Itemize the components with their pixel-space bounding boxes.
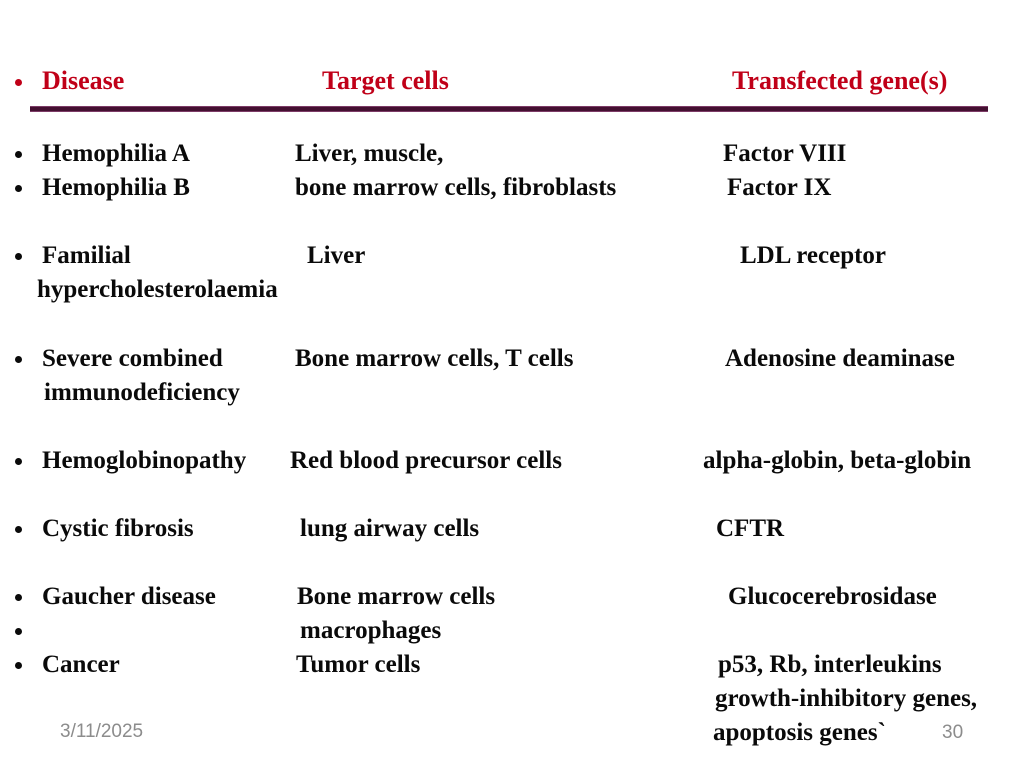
gene-cell: alpha-globin, beta-globin (703, 447, 972, 474)
target-cell: bone marrow cells, fibroblasts (295, 174, 617, 201)
gene-cell: Factor VIII (723, 140, 847, 167)
table-row-continuation: growth-inhibitory genes, (0, 682, 1024, 716)
column-header-target-cells: Target cells (322, 66, 449, 95)
bullet-icon (15, 628, 22, 635)
bullet-icon (15, 526, 22, 533)
disease-cell: Cancer (42, 651, 120, 678)
gene-cell: Glucocerebrosidase (728, 583, 937, 610)
table-row: Familial Liver LDL receptor (0, 239, 1024, 273)
table-row: Cystic fibrosis lung airway cells CFTR (0, 512, 1024, 546)
target-cell: Tumor cells (296, 651, 421, 678)
gene-cell: Adenosine deaminase (725, 345, 955, 372)
table-row-continuation: immunodeficiency (0, 376, 1024, 410)
slide-page-number: 30 (942, 722, 964, 743)
table-row-continuation: hypercholesterolaemia (0, 273, 1024, 307)
disease-cell: Gaucher disease (42, 583, 216, 610)
table-row: Gaucher disease Bone marrow cells Glucoc… (0, 580, 1024, 614)
target-cell: macrophages (300, 617, 442, 644)
gene-cell: CFTR (716, 515, 785, 542)
target-cell: Bone marrow cells (297, 583, 496, 610)
table-row: Hemophilia A Liver, muscle, Factor VIII (0, 137, 1024, 171)
bullet-icon (15, 662, 22, 669)
target-cell: Liver, muscle, (295, 140, 444, 167)
bullet-icon (15, 79, 22, 86)
disease-cell: Cystic fibrosis (42, 515, 194, 542)
column-header-transfected-genes: Transfected gene(s) (732, 66, 948, 95)
table-row-continuation: apoptosis genes` (0, 716, 1024, 750)
target-cell: lung airway cells (300, 515, 480, 542)
table-row: Hemophilia B bone marrow cells, fibrobla… (0, 171, 1024, 205)
slide-date: 3/11/2025 (60, 721, 144, 742)
target-cell: Red blood precursor cells (290, 447, 562, 474)
disease-cell: Hemophilia A (42, 140, 190, 167)
disease-cell: Severe combined (42, 345, 223, 372)
table-row: Severe combined Bone marrow cells, T cel… (0, 342, 1024, 376)
disease-cell: Hemophilia B (42, 174, 190, 201)
target-cell: Liver (307, 242, 366, 269)
table-row: Hemoglobinopathy Red blood precursor cel… (0, 444, 1024, 478)
disease-cell: immunodeficiency (44, 379, 240, 406)
bullet-icon (15, 458, 22, 465)
header-divider (30, 106, 988, 112)
table-header-row: Disease Target cells Transfected gene(s) (0, 64, 1024, 98)
table-row: Cancer Tumor cells p53, Rb, interleukins (0, 648, 1024, 682)
bullet-icon (15, 253, 22, 260)
target-cell: Bone marrow cells, T cells (295, 345, 574, 372)
disease-cell: Familial (42, 242, 131, 269)
disease-cell: Hemoglobinopathy (42, 447, 247, 474)
table-row: macrophages (0, 614, 1024, 648)
disease-cell: hypercholesterolaemia (37, 276, 278, 303)
gene-cell: LDL receptor (740, 242, 887, 269)
bullet-icon (15, 185, 22, 192)
gene-cell: apoptosis genes` (713, 719, 886, 746)
column-header-disease: Disease (42, 66, 125, 95)
gene-cell: p53, Rb, interleukins (718, 651, 942, 678)
gene-cell: Factor IX (727, 174, 832, 201)
bullet-icon (15, 356, 22, 363)
gene-cell: growth-inhibitory genes, (715, 685, 978, 712)
bullet-icon (15, 594, 22, 601)
bullet-icon (15, 151, 22, 158)
